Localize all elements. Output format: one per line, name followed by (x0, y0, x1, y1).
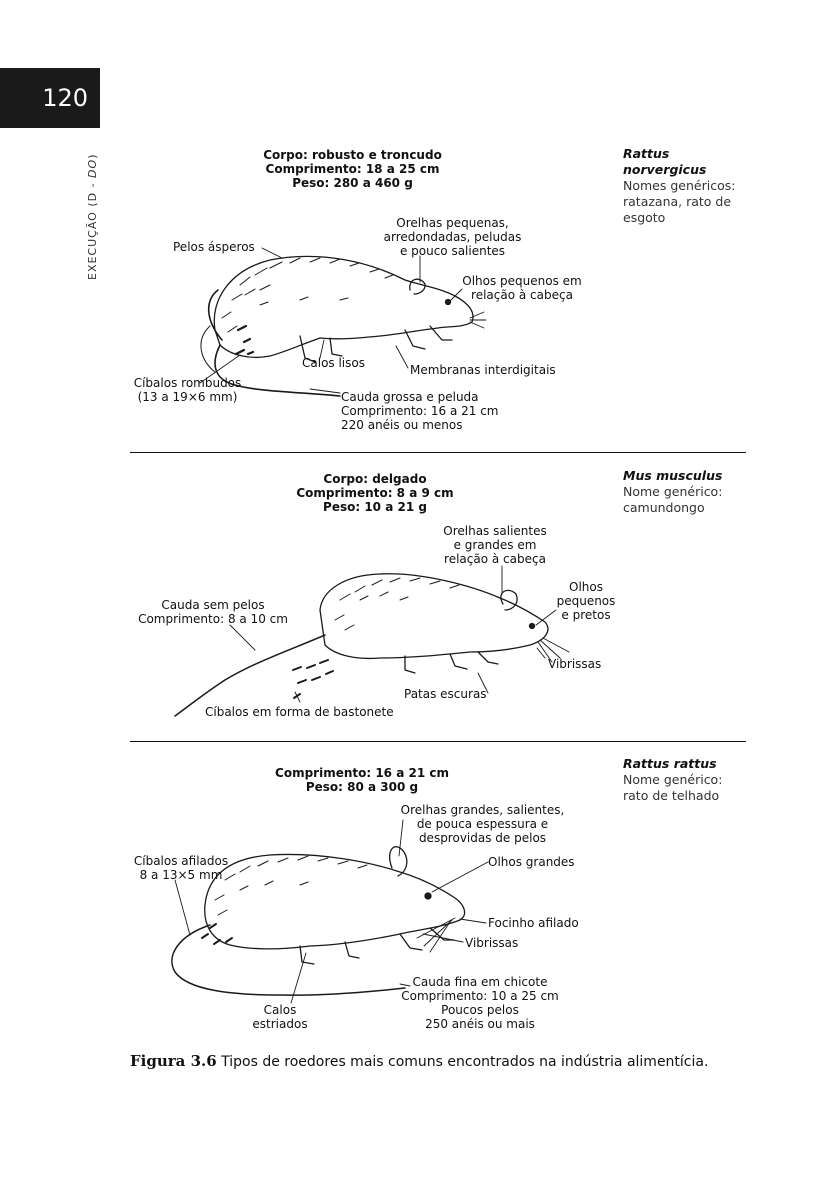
roof-rat-ears-label: Orelhas grandes, salientes, de pouca esp… (400, 803, 565, 845)
figure-caption: Figura 3.6 Tipos de roedores mais comuns… (130, 1052, 708, 1070)
mouse-droppings-label: Cíbalos em forma de bastonete (205, 705, 394, 719)
mouse-species-name: Mus musculus (623, 468, 723, 483)
norway-rat-calluses-label: Calos lisos (302, 356, 365, 370)
section-divider (130, 741, 746, 742)
house-mouse-drawing (174, 565, 570, 717)
norway-rat-droppings-label: Cíbalos rombudos (13 a 19×6 mm) (133, 376, 242, 404)
mouse-paws-label: Patas escuras (404, 687, 487, 701)
norway-rat-species-name: Rattus norvergicus (623, 146, 707, 177)
norway-rat-header: Corpo: robusto e troncudo Comprimento: 1… (263, 148, 442, 190)
roof-rat-species-name: Rattus rattus (623, 756, 717, 771)
norway-rat-hair-label: Pelos ásperos (173, 240, 255, 254)
roof-rat-tail-label: Cauda fina em chicote Comprimento: 10 a … (401, 975, 559, 1031)
mouse-whiskers-label: Vibrissas (548, 657, 602, 671)
roof-rat-eyes-label: Olhos grandes (488, 855, 575, 869)
roof-rat-drawing (171, 819, 489, 1004)
mouse-ears-label: Orelhas salientes e grandes em relação à… (443, 524, 547, 566)
norway-rat-tail-label: Cauda grossa e peluda Comprimento: 16 a … (341, 390, 499, 432)
mouse-common-names: Nome genérico: camundongo (623, 484, 723, 515)
roof-rat-whiskers-label: Vibrissas (465, 936, 519, 950)
roof-rat-common-names: Nome genérico: rato de telhado (623, 772, 723, 803)
mouse-header: Corpo: delgado Comprimento: 8 a 9 cm Pes… (296, 472, 454, 514)
roof-rat-snout-label: Focinho afilado (488, 916, 579, 930)
mouse-eyes-label: Olhos pequenos e pretos (556, 580, 616, 622)
figure-caption-text: Tipos de roedores mais comuns encontrado… (221, 1054, 709, 1070)
roof-rat-header: Comprimento: 16 a 21 cm Peso: 80 a 300 g (275, 766, 449, 794)
section-divider (130, 452, 746, 453)
norway-rat-eyes-label: Olhos pequenos em relação à cabeça (462, 274, 582, 302)
page-number: 120 (0, 68, 100, 128)
roof-rat-droppings-label: Cíbalos afilados 8 a 13×5 mm (133, 854, 229, 882)
norway-rat-drawing (199, 247, 487, 397)
norway-rat-ears-label: Orelhas pequenas, arredondadas, peludas … (383, 216, 522, 258)
figure-number: Figura 3.6 (130, 1052, 217, 1070)
norway-rat-membranes-label: Membranas interdigitais (410, 363, 556, 377)
roof-rat-calluses-label: Calos estriados (252, 1003, 308, 1031)
mouse-tail-label: Cauda sem pelos Comprimento: 8 a 10 cm (138, 598, 288, 626)
norway-rat-common-names: Nomes genéricos: ratazana, rato de esgot… (623, 178, 736, 225)
